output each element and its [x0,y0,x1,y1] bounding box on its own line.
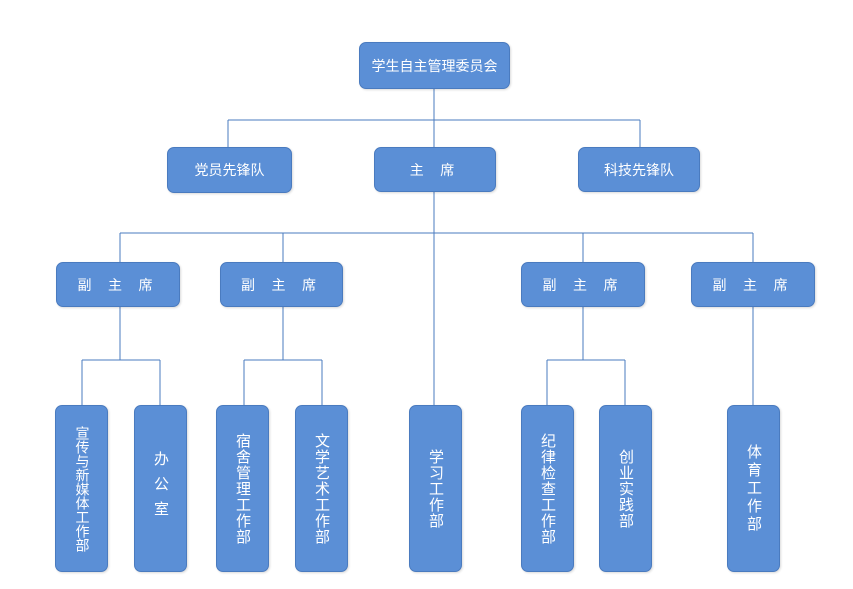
department-node: 宿舍管理工作部 [216,405,269,572]
department-label: 文学艺术工作部 [313,432,331,545]
department-node: 体育工作部 [727,405,780,572]
department-label: 学习工作部 [427,448,445,529]
department-label: 体育工作部 [745,443,763,534]
vice-chair-label: 副 主 席 [241,277,322,294]
vice-chair-label: 副 主 席 [77,277,159,294]
department-node: 宣传与新媒体工作部 [55,405,108,572]
vice-chair-label: 副 主 席 [542,277,624,294]
tech-vanguard-node: 科技先锋队 [578,147,700,192]
vice-chair-node: 副 主 席 [56,262,180,307]
department-node: 创业实践部 [599,405,652,572]
root-node: 学生自主管理委员会 [359,42,510,89]
department-node: 纪律检查工作部 [521,405,574,572]
department-node: 学习工作部 [409,405,462,572]
party-vanguard-label: 党员先锋队 [194,163,265,179]
chairman-label: 主 席 [409,162,461,179]
department-label: 宣传与新媒体工作部 [73,425,90,552]
department-node: 办公室 [134,405,187,572]
vice-chair-label: 副 主 席 [712,277,794,294]
vice-chair-node: 副 主 席 [521,262,645,307]
vice-chair-node: 副 主 席 [220,262,343,307]
department-label: 办公室 [152,451,170,526]
vice-chair-node: 副 主 席 [691,262,815,307]
root-label: 学生自主管理委员会 [371,58,498,75]
tech-vanguard-label: 科技先锋队 [604,162,674,179]
department-label: 创业实践部 [617,448,635,529]
department-label: 纪律检查工作部 [539,432,557,545]
department-node: 文学艺术工作部 [295,405,348,572]
party-vanguard-node: 党员先锋队 [167,147,292,193]
department-label: 宿舍管理工作部 [234,432,252,545]
chairman-node: 主 席 [374,147,496,192]
